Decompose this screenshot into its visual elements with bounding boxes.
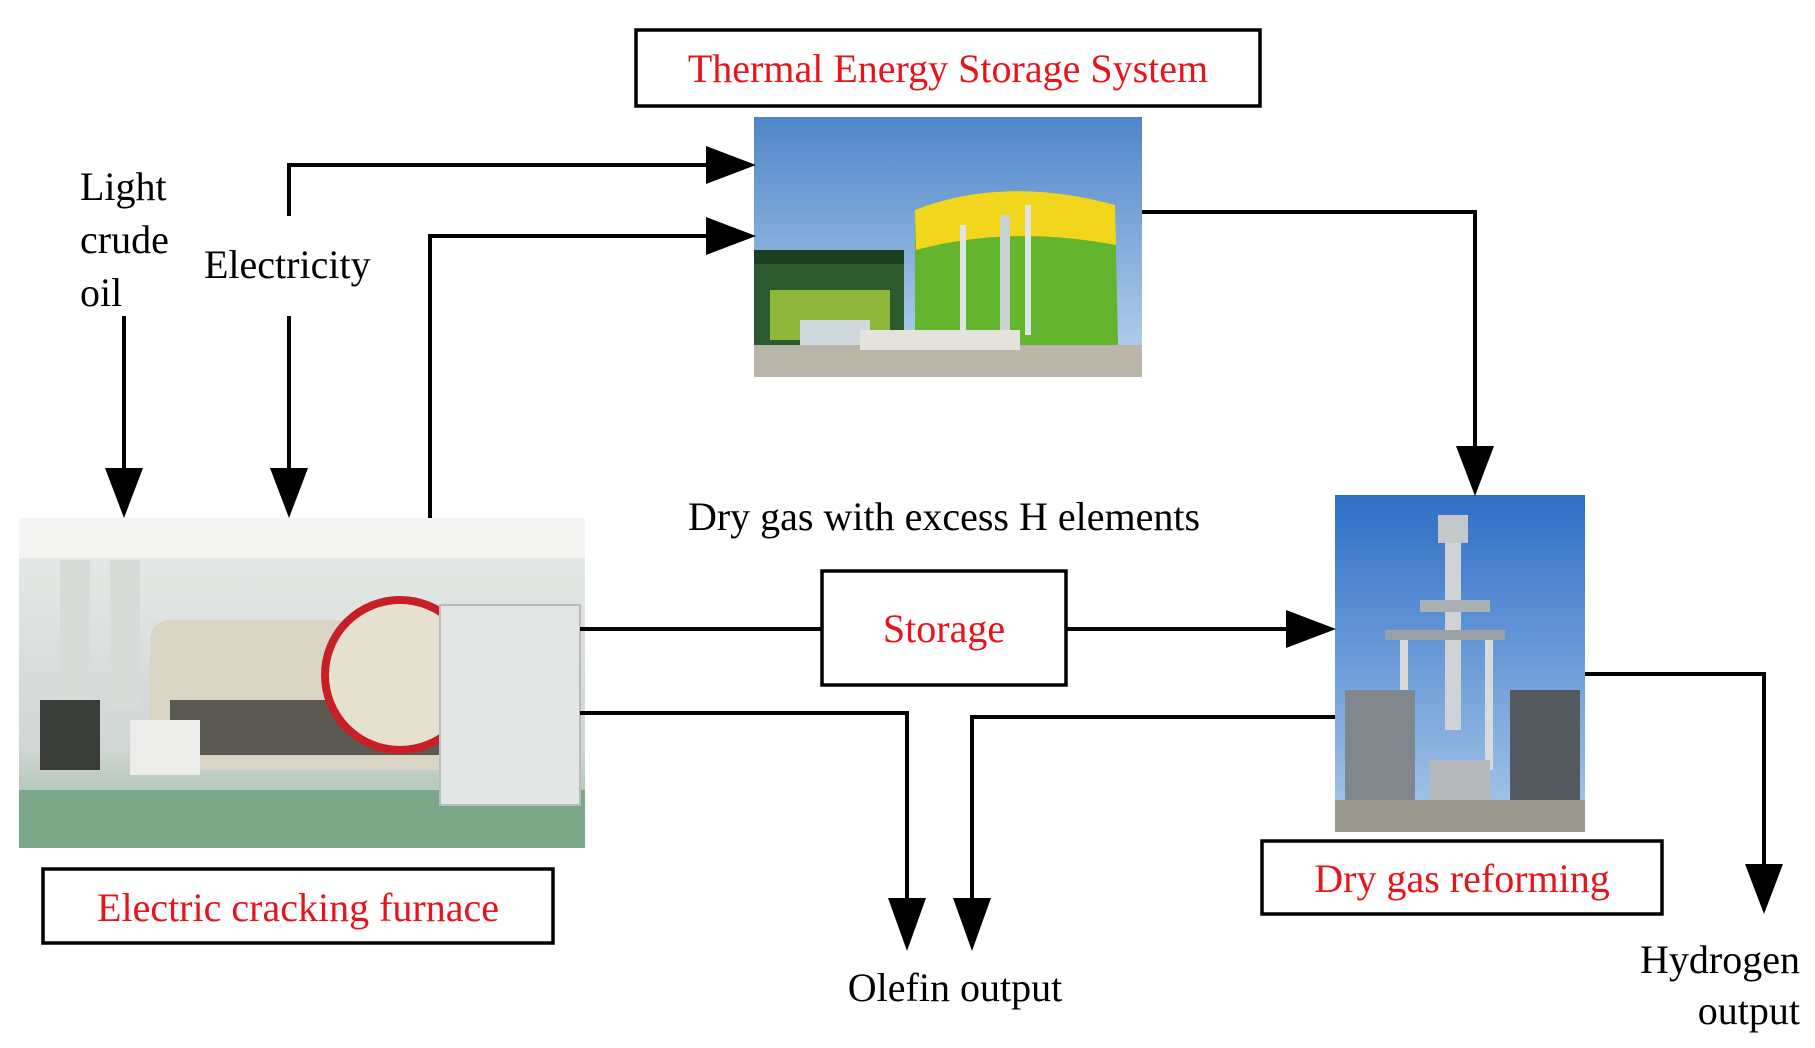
electric-cracking-furnace-photo [19,518,585,848]
reforming-label-box: Dry gas reforming [1260,839,1664,916]
dry-gas-reforming-photo [1335,495,1585,832]
furnace-label: Electric cracking furnace [97,885,499,930]
arrow-reforming-to-olefin-output [953,715,1335,951]
light-crude-oil-label-line3: oil [80,270,122,315]
arrow-furnace-to-olefin-output [580,711,926,951]
storage-box: Storage [820,569,1068,687]
arrow-furnace-to-thermal-storage [428,217,756,518]
arrow-storage-to-reforming [1066,610,1336,648]
olefin-output-label: Olefin output [848,965,1062,1010]
reforming-label: Dry gas reforming [1314,856,1609,901]
storage-label: Storage [883,606,1005,651]
arrow-crude-oil-to-furnace [105,316,143,518]
light-crude-oil-label-line2: crude [80,217,169,262]
arrow-electricity-to-thermal-storage [287,146,756,216]
light-crude-oil-label-line1: Light [80,164,167,209]
furnace-label-box: Electric cracking furnace [41,867,555,945]
dry-gas-label: Dry gas with excess H elements [688,494,1200,539]
thermal-storage-title: Thermal Energy Storage System [688,46,1208,91]
thermal-storage-title-box: Thermal Energy Storage System [634,28,1262,108]
arrow-thermal-storage-to-reforming [1142,210,1494,496]
hydrogen-output-label-line2: output [1698,988,1800,1033]
arrow-electricity-to-furnace [270,316,308,518]
hydrogen-output-label-line1: Hydrogen [1640,937,1800,982]
electricity-label: Electricity [204,242,371,287]
thermal-storage-tank-photo [754,117,1142,377]
arrow-reforming-to-hydrogen-output [1585,672,1783,914]
